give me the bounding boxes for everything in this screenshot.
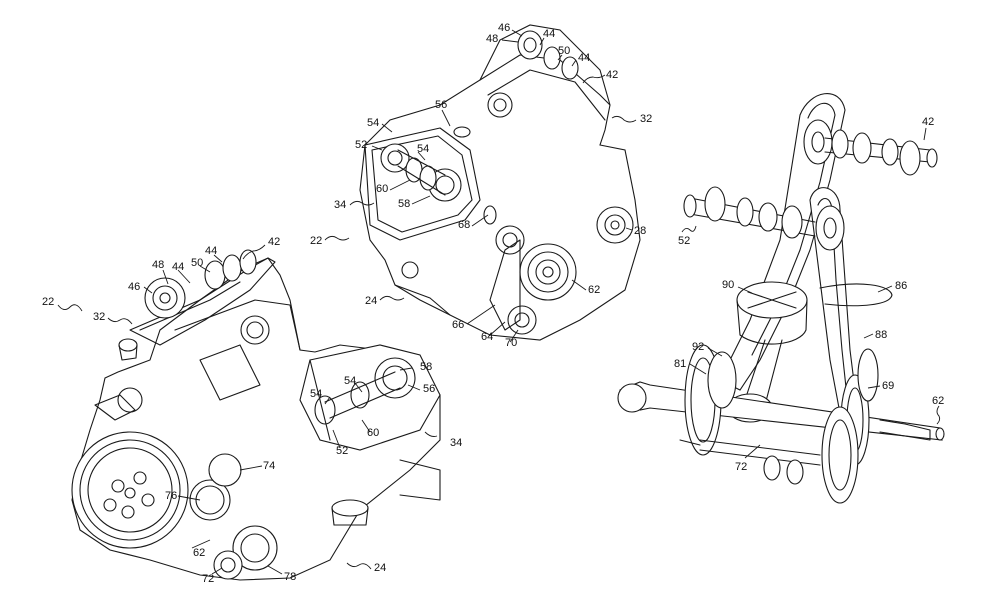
callout-64: 64 xyxy=(481,331,493,343)
callout-28: 28 xyxy=(634,225,646,237)
callout-54: 54 xyxy=(310,388,322,400)
middle-engine-assembly xyxy=(359,24,641,341)
callout-44: 44 xyxy=(172,261,184,273)
callout-46: 46 xyxy=(498,22,510,34)
left-engine-assembly xyxy=(71,249,441,581)
middle-leaders xyxy=(324,29,637,343)
callout-52: 52 xyxy=(355,139,367,151)
callout-58: 58 xyxy=(398,198,410,210)
callout-54: 54 xyxy=(417,143,429,155)
callout-62: 62 xyxy=(193,547,205,559)
left-leaders xyxy=(57,244,438,575)
callout-74: 74 xyxy=(263,460,275,472)
callout-66: 66 xyxy=(452,319,464,331)
callout-48: 48 xyxy=(152,259,164,271)
callout-69: 69 xyxy=(882,380,894,392)
callout-62: 62 xyxy=(588,284,600,296)
callout-52: 52 xyxy=(678,235,690,247)
middle-callout-labels: 46 44 48 50 44 42 32 56 54 52 54 60 58 3… xyxy=(310,22,652,349)
callout-62: 62 xyxy=(932,395,944,407)
callout-70: 70 xyxy=(505,337,517,349)
callout-60: 60 xyxy=(376,183,388,195)
callout-48: 48 xyxy=(486,33,498,45)
callout-34: 34 xyxy=(334,199,346,211)
callout-32: 32 xyxy=(93,311,105,323)
callout-44: 44 xyxy=(578,52,590,64)
callout-22: 22 xyxy=(42,296,54,308)
callout-68: 68 xyxy=(458,219,470,231)
callout-42: 42 xyxy=(268,236,280,248)
callout-56: 56 xyxy=(423,383,435,395)
callout-56: 56 xyxy=(435,99,447,111)
callout-72: 72 xyxy=(735,461,747,473)
right-callout-labels: 42 52 86 90 88 92 81 69 62 72 xyxy=(674,116,944,473)
callout-42: 42 xyxy=(922,116,934,128)
callout-22: 22 xyxy=(310,235,322,247)
callout-32: 32 xyxy=(640,113,652,125)
callout-46: 46 xyxy=(128,281,140,293)
callout-34: 34 xyxy=(450,437,462,449)
callout-78: 78 xyxy=(284,571,296,583)
callout-52: 52 xyxy=(336,445,348,457)
right-leaders xyxy=(681,127,941,459)
left-callout-labels: 22 32 48 44 50 44 42 46 58 54 56 54 60 5… xyxy=(42,236,462,585)
callout-42: 42 xyxy=(606,69,618,81)
callout-44: 44 xyxy=(205,245,217,257)
callout-50: 50 xyxy=(558,45,570,57)
callout-60: 60 xyxy=(367,427,379,439)
callout-90: 90 xyxy=(722,279,734,291)
callout-81: 81 xyxy=(674,358,686,370)
callout-50: 50 xyxy=(191,257,203,269)
callout-72: 72 xyxy=(202,573,214,585)
callout-58: 58 xyxy=(420,361,432,373)
right-valvetrain-assembly xyxy=(617,93,945,504)
callout-54: 54 xyxy=(367,117,379,129)
callout-88: 88 xyxy=(875,329,887,341)
callout-54: 54 xyxy=(344,375,356,387)
callout-24: 24 xyxy=(365,295,377,307)
callout-92: 92 xyxy=(692,341,704,353)
callout-24: 24 xyxy=(374,562,386,574)
callout-86: 86 xyxy=(895,280,907,292)
callout-44: 44 xyxy=(543,28,555,40)
callout-76: 76 xyxy=(165,490,177,502)
